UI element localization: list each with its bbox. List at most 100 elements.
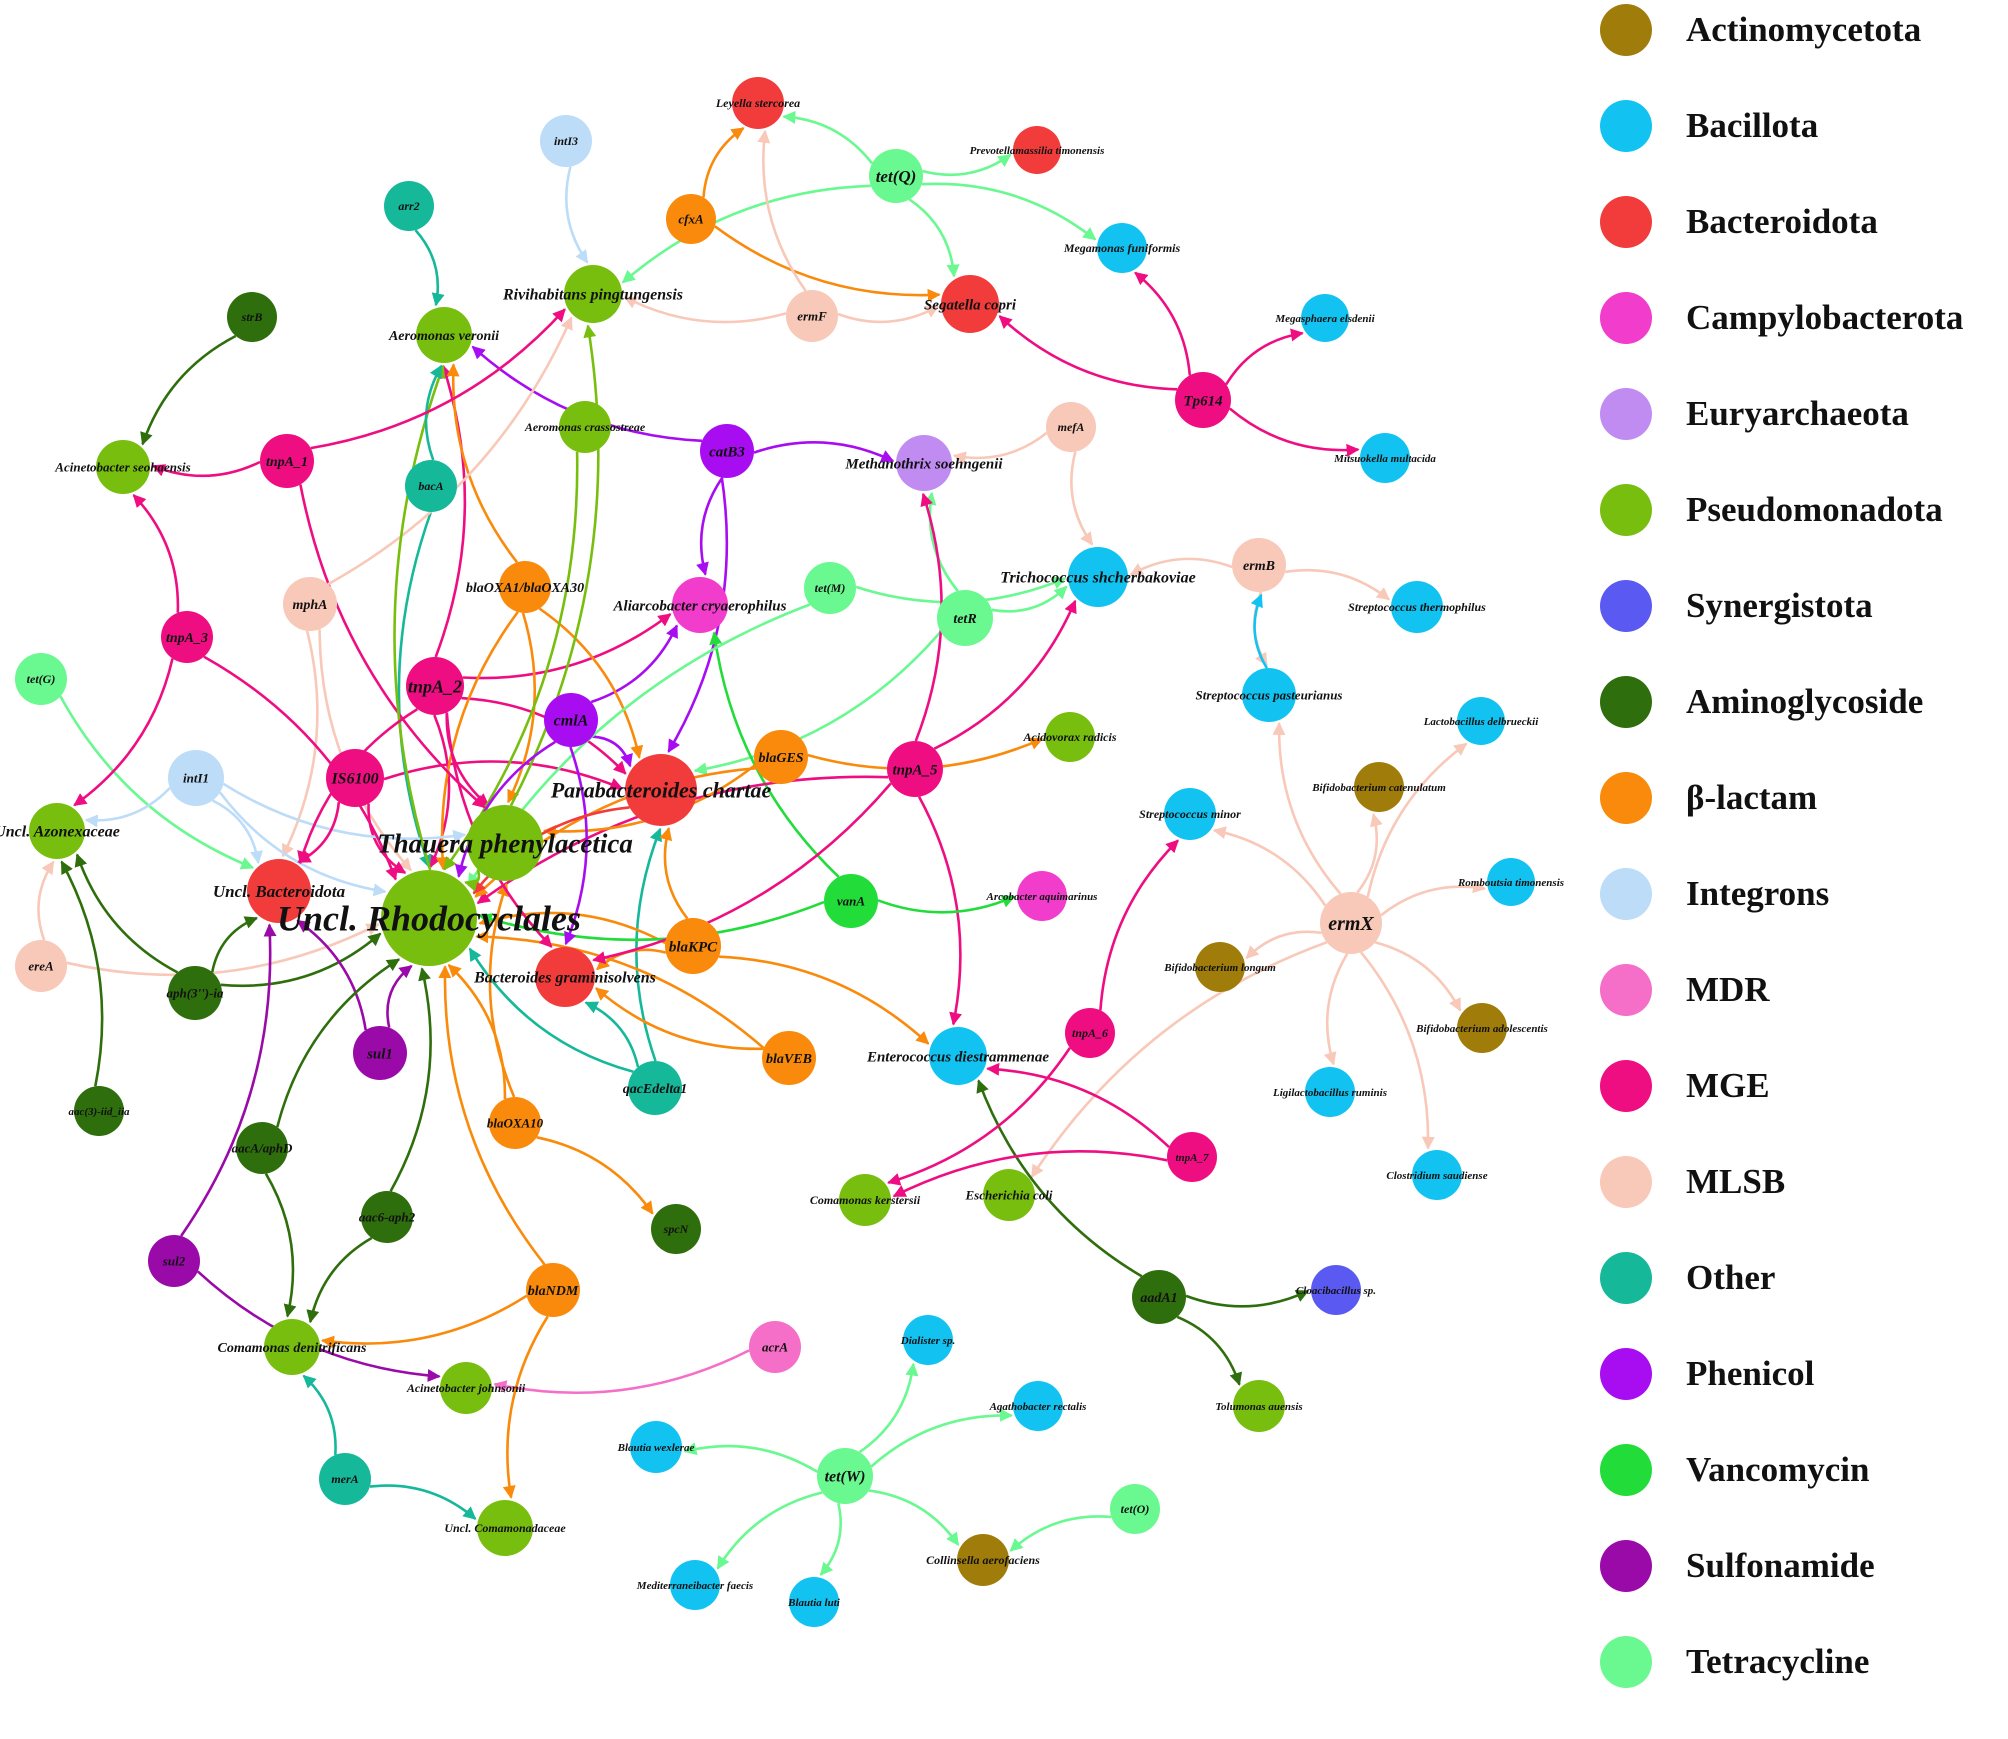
edge-merA-unccom [369,1484,477,1520]
edge-blaNDM-comd [321,1294,528,1349]
node-label-sul2: sul2 [162,1254,186,1269]
edge-blaOXA1-aerv [446,363,519,563]
node-label-thau: Thauera phenylacetica [377,828,633,858]
node-blaKPC [665,918,721,974]
node-agat [1013,1381,1063,1431]
node-acin [96,440,150,494]
node-label-tetQ: tet(Q) [876,167,917,186]
node-label-blaKPC: blaKPC [669,939,718,955]
node-label-strepP: Streptococcus pasteurianus [1196,688,1343,703]
node-bifa [1457,1003,1507,1053]
edge-tnpA3-azon [73,658,174,807]
edge-vanA-rhod [478,900,825,942]
edge-tetR-trich [991,585,1068,613]
edge-cfxA-ley [702,127,745,198]
node-blaOXA10 [489,1097,541,1149]
node-label-aacA: aacA/aphD [232,1141,293,1156]
node-label-strepM: Streptococcus minor [1139,807,1241,821]
edge-aph3-azon [74,853,179,974]
node-catB3 [700,424,754,478]
edge-acrA-acinj [493,1349,750,1395]
node-arco [1017,871,1067,921]
edge-cmlA-alia [590,624,679,704]
legend-item-other: Other [1600,1248,1775,1308]
node-prev [1013,126,1061,174]
node-blaOXA1 [499,561,551,613]
node-qac [628,1061,682,1115]
node-cloa [1311,1265,1361,1315]
legend-swatch [1600,1060,1652,1112]
edge-blaKPC-para [659,826,689,920]
node-label-arr2: arr2 [398,199,419,213]
edge-tnpA1-acin [151,460,261,478]
edge-tp614-mits [1228,407,1360,457]
legend-label: Integrons [1686,874,1830,913]
node-merA [319,1453,371,1505]
legend-item-vanc: Vancomycin [1600,1440,1869,1500]
edge-sul2-uncbac [180,923,277,1237]
legend-swatch [1600,484,1652,536]
edge-blaOXA1-para [538,607,644,759]
node-label-blaVEB: blaVEB [766,1052,812,1067]
legend-label: β-lactam [1686,778,1818,817]
node-ermX [1320,892,1382,954]
edge-blaVEB-rhod [475,930,765,1050]
edge-cfxA-seg [714,225,941,302]
legend-label: Tetracycline [1686,1642,1870,1681]
edge-sul1-uncbac [296,919,367,1031]
node-lacto [1457,697,1505,745]
legend-swatch [1600,772,1652,824]
node-strepT [1391,581,1443,633]
edge-aadA1-tolu [1176,1315,1243,1386]
node-label-mege: Megasphaera elsdenii [1274,313,1375,325]
node-uncbac [247,859,311,923]
edge-blaKPC-rhod [478,911,666,945]
legend-swatch [1600,868,1652,920]
node-IS6100 [326,749,384,807]
node-label-merA: merA [331,1472,358,1486]
edge-ermX-ecoli [1030,941,1328,1178]
node-blaVEB [762,1031,816,1085]
node-mphA [283,577,337,631]
edge-intI1-rhod [218,791,387,897]
edge-ereA-azon [37,860,55,941]
node-label-rombo: Romboutsia timonensis [1457,877,1564,889]
edge-blaVEB-bgram [595,987,764,1051]
node-label-aac3: aac(3)-iid_iia [68,1106,130,1118]
edge-tp614-mege [1225,328,1304,386]
node-ligi [1305,1067,1355,1117]
node-aac3 [74,1086,124,1136]
edge-tnpA6-strepM [1099,839,1179,1011]
edge-blaOXA10-spcN [536,1136,654,1215]
legend-label: Vancomycin [1686,1450,1870,1489]
edge-aac6-comd [306,1236,373,1324]
node-strepM [1164,788,1216,840]
node-label-tnpA5: tnpA_5 [892,762,938,778]
legend-label: Other [1686,1258,1776,1297]
legend-swatch [1600,100,1652,152]
edge-tetG-uncbac [59,695,255,870]
edge-mphA-riv [327,316,573,586]
node-ley [732,77,784,129]
node-label-bacA: bacA [418,479,443,493]
node-label-blaNDM: blaNDM [528,1284,579,1299]
node-label-ermX: ermX [1328,913,1374,935]
node-blautl [789,1577,839,1627]
node-label-blaOXA10: blaOXA10 [487,1116,544,1131]
edge-blaOXA10-thau [488,882,516,1098]
edge-qac-rhod [468,947,634,1074]
edge-rhod-aerv [393,364,446,871]
node-label-tnpA1: tnpA_1 [266,455,308,470]
node-arr2 [384,181,434,231]
edge-ermF-seg [837,305,940,324]
edge-tetQ-seg [908,198,960,278]
edge-aadA1-cloa [1185,1289,1310,1308]
node-label-azon: Uncl. Azonexaceae [0,824,120,841]
edge-tetR-para [693,630,942,776]
legend-label: MGE [1686,1066,1770,1105]
node-label-tetO: tet(O) [1121,1502,1150,1516]
legend-swatch [1600,964,1652,1016]
node-label-tolu: Tolumonas auensis [1215,1401,1302,1413]
legend-label: Campylobacterota [1686,298,1964,337]
node-layer [15,77,1535,1627]
